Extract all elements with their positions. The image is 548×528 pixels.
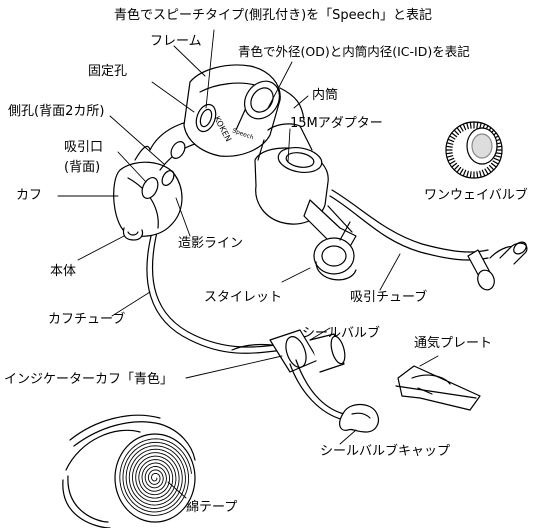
leader-lines <box>57 29 439 499</box>
label-cuff-tube: カフチューブ <box>48 312 126 327</box>
label-fixing-hole: 固定孔 <box>88 64 128 79</box>
label-adapter: 15Mアダプター <box>290 116 383 131</box>
label-indicator-cuff: インジケーターカフ「青色」 <box>4 372 174 387</box>
label-seal-valve: シールバルブ <box>302 326 381 341</box>
cuff-tube-drawing <box>146 231 288 354</box>
vent-plate-drawing <box>395 365 481 411</box>
label-cuff: カフ <box>16 188 43 203</box>
label-side-hole: 側孔(背面2カ所) <box>8 104 105 119</box>
label-suction-tube: 吸引チューブ <box>350 290 428 305</box>
tape-spiral <box>119 438 192 516</box>
suction-tube-drawing <box>329 189 528 291</box>
stylet-drawing <box>303 199 357 281</box>
tube-body-drawing <box>113 119 216 241</box>
label-cotton-tape: 綿テープ <box>186 500 238 515</box>
label-contrast-line: 造影ライン <box>178 236 244 251</box>
label-vent-plate: 通気プレート <box>414 336 493 351</box>
label-od-note: 青色で外径(OD)と内筒内径(IC-ID)を表記 <box>238 44 470 59</box>
one-way-valve-drawing <box>445 121 503 179</box>
label-frame: フレーム <box>150 34 202 49</box>
label-stylet: スタイレット <box>204 290 283 305</box>
label-speech-note: 青色でスピーチタイプ(側孔付き)を「Speech」と表記 <box>114 8 433 23</box>
label-suction-port: 吸引口 <box>64 140 104 155</box>
cotton-tape-drawing <box>62 414 196 528</box>
label-inner-tube: 内筒 <box>312 88 339 103</box>
label-one-way-valve: ワンウェイバルブ <box>424 188 528 203</box>
seal-valve-drawing <box>231 329 379 433</box>
label-seal-valve-cap: シールバルブキャップ <box>320 444 451 459</box>
label-body: 本体 <box>50 264 77 279</box>
label-suction-port-back: (背面) <box>64 160 101 175</box>
